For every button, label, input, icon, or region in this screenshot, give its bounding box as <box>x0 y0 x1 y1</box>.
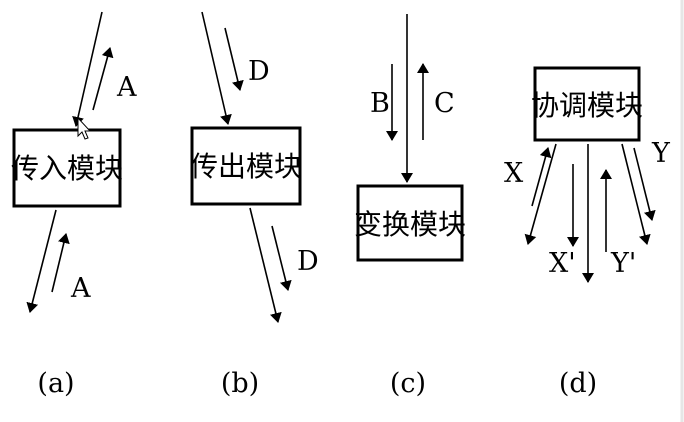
diagram-c: 变换模块 B C (c) <box>354 14 466 399</box>
afferent-return-arrow <box>92 47 114 111</box>
afferent-output-arrow <box>26 209 57 313</box>
caption-c: (c) <box>390 368 426 399</box>
afferent-module-label: 传入模块 <box>11 152 123 185</box>
coordinate-flow-label-x-prime: X' <box>549 248 576 279</box>
caption-b: (b) <box>221 368 259 399</box>
efferent-input-arrow <box>201 11 232 125</box>
coordinate-x-in-arrow <box>531 147 552 207</box>
diagram-d: 协调模块 X Y X' Y' (d) <box>504 66 671 399</box>
caption-d: (d) <box>559 368 597 399</box>
efferent-module-label: 传出模块 <box>190 150 302 183</box>
transform-flow-label-b: B <box>370 88 390 119</box>
efferent-output-flow-arrow <box>271 225 292 291</box>
coordinate-flow-label-y-prime: Y' <box>610 248 636 279</box>
diagram-a: 传入模块 A A (a) <box>11 11 137 399</box>
afferent-input-arrow <box>72 11 103 127</box>
transform-module-label: 变换模块 <box>354 208 466 241</box>
coordinate-left-call-arrow <box>524 143 557 245</box>
diagram-b: 传出模块 D D (b) <box>190 11 319 399</box>
mouse-cursor-icon <box>77 116 92 140</box>
coordinate-flow-label-x-top: X <box>504 158 524 189</box>
afferent-module-box <box>12 128 122 208</box>
caption-a: (a) <box>37 368 74 399</box>
coordinate-module-box <box>533 66 641 142</box>
coordinate-module-label: 协调模块 <box>531 89 643 122</box>
coordinate-right-call-arrow <box>621 143 651 245</box>
efferent-output-arrow <box>249 207 282 323</box>
transform-module-box <box>356 184 464 262</box>
afferent-output-return-arrow <box>51 233 70 293</box>
afferent-flow-label-top: A <box>116 72 137 103</box>
efferent-flow-label-bottom: D <box>297 246 319 277</box>
afferent-flow-label-bottom: A <box>70 273 91 304</box>
efferent-module-box <box>190 126 302 206</box>
coordinate-y-out-arrow <box>633 147 656 221</box>
efferent-input-flow-arrow <box>224 27 244 91</box>
coordinate-flow-label-y-top: Y <box>651 138 671 169</box>
efferent-flow-label-top: D <box>248 56 270 87</box>
transform-flow-label-c: C <box>434 88 455 119</box>
